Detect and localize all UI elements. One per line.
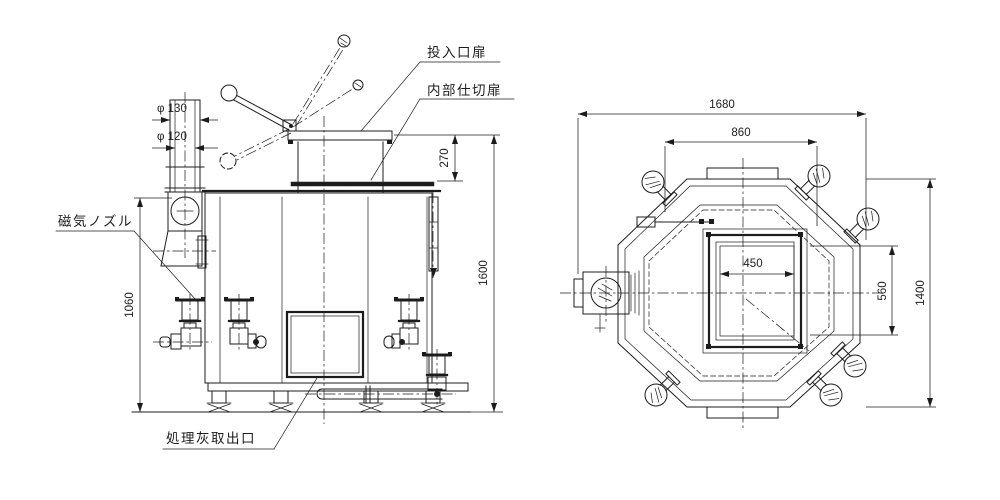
dim-pipe-inner: φ 120 <box>152 131 218 151</box>
dim-text-1060: 1060 <box>124 292 136 318</box>
dim-nozzle-height: 1060 <box>124 197 172 412</box>
plan-nozzle-2 <box>794 164 831 201</box>
bottom-pipe <box>305 385 456 403</box>
chimney-pipe <box>164 92 206 258</box>
duct-elbow-circle <box>170 196 200 226</box>
label-text-ash-outlet: 処理灰取出口 <box>166 431 256 446</box>
top-tab <box>706 167 779 180</box>
motor-assembly <box>573 266 640 333</box>
bottom-tab <box>706 406 779 419</box>
dim-text-1600: 1600 <box>478 260 490 286</box>
dim-neck-height: 270 <box>394 134 500 182</box>
partition-door <box>290 181 436 187</box>
dim-opening-height: 560 <box>810 245 898 336</box>
handle-lever <box>219 34 364 170</box>
label-inlet-door: 投入口扉 <box>360 45 501 132</box>
label-ash-outlet: 処理灰取出口 <box>162 377 318 450</box>
foot <box>206 390 232 413</box>
dim-opening-width: 450 <box>720 258 794 277</box>
handle-ball <box>220 84 238 102</box>
label-text-inlet-door: 投入口扉 <box>427 45 487 60</box>
label-text-partition-door: 内部仕切扉 <box>427 83 502 98</box>
inner-octagon-1 <box>624 185 854 401</box>
plan-nozzle-3 <box>843 207 880 244</box>
furnace-body <box>201 189 442 384</box>
inner-octagon-2 <box>643 204 835 382</box>
door-frame <box>702 228 808 354</box>
plan-nozzle-1 <box>641 170 678 207</box>
dim-text-pipe-inner: φ 120 <box>157 131 187 143</box>
door-track <box>636 216 714 228</box>
dim-across-flats: 1400 <box>866 178 936 408</box>
leveling-feet <box>206 390 446 413</box>
magnetic-nozzle-3 <box>383 294 424 350</box>
inlet-door-flange <box>287 130 393 144</box>
dim-inner-width: 860 <box>664 127 818 226</box>
foot <box>420 390 446 413</box>
ash-door <box>285 310 365 379</box>
inner-octagon-3 <box>648 209 830 377</box>
outer-octagon <box>617 178 861 408</box>
dim-text-1680: 1680 <box>709 99 735 111</box>
dim-text-450: 450 <box>743 258 762 270</box>
exhaust-duct <box>153 191 216 269</box>
magnetic-nozzle-2 <box>224 294 267 350</box>
magnetic-nozzle-1 <box>153 294 212 350</box>
base-frame <box>131 382 471 413</box>
label-magnetic-nozzle: 磁気ノズル <box>55 214 197 301</box>
label-partition-door: 内部仕切扉 <box>370 83 515 181</box>
plan-nozzle-5 <box>806 370 843 407</box>
front-view: φ 130 φ 120 1060 270 1600 <box>55 34 515 450</box>
door-guide-channel <box>428 192 439 278</box>
magnetic-nozzle-4 <box>422 349 452 406</box>
dim-text-1400: 1400 <box>915 280 927 306</box>
plan-nozzle-4 <box>830 341 867 378</box>
plan-centerline-diagonal <box>745 298 810 352</box>
label-text-magnetic-nozzle: 磁気ノズル <box>58 214 133 229</box>
dim-text-860: 860 <box>731 127 750 139</box>
dim-pipe-outer: φ 130 <box>152 103 218 123</box>
foot <box>358 390 384 413</box>
dim-text-270: 270 <box>439 148 451 167</box>
dim-overall-height: 1600 <box>470 135 503 413</box>
foot <box>268 390 294 413</box>
dim-text-560: 560 <box>877 281 889 300</box>
plan-view: 1680 860 450 560 1400 <box>560 99 936 428</box>
plan-nozzle-6 <box>644 370 681 407</box>
dim-text-pipe-outer: φ 130 <box>157 103 187 115</box>
